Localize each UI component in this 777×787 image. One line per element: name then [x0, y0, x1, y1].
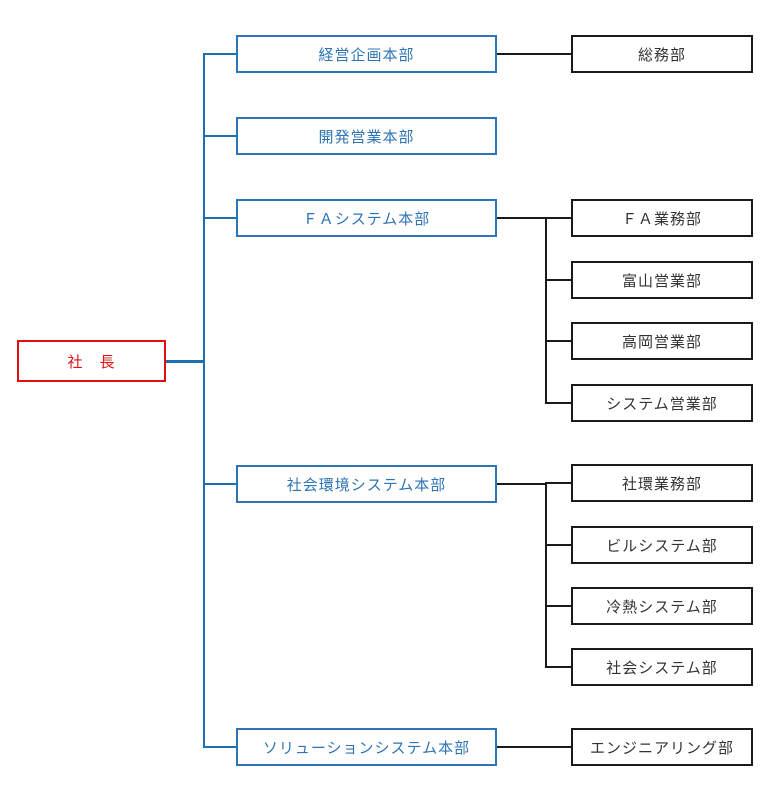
department-connector-line — [497, 217, 547, 219]
department-box: 高岡営業部 — [571, 322, 753, 360]
division-stub-line — [203, 217, 236, 219]
root-box-president: 社 長 — [17, 340, 166, 382]
root-connector-line — [166, 359, 205, 363]
department-box: 富山営業部 — [571, 261, 753, 299]
main-spine-line — [203, 53, 205, 748]
department-box: エンジニアリング部 — [571, 728, 753, 766]
division-box: 開発営業本部 — [236, 117, 497, 155]
department-stub-line — [545, 605, 571, 607]
department-stub-line — [545, 544, 571, 546]
division-box: ソリューションシステム本部 — [236, 728, 497, 766]
department-box: ビルシステム部 — [571, 526, 753, 564]
department-connector-line — [497, 53, 571, 55]
department-box: ＦＡ業務部 — [571, 199, 753, 237]
division-box: ＦＡシステム本部 — [236, 199, 497, 237]
division-stub-line — [203, 135, 236, 137]
division-stub-line — [203, 746, 236, 748]
department-connector-line — [497, 746, 571, 748]
division-stub-line — [203, 53, 236, 55]
department-stub-line — [545, 217, 571, 219]
department-spine-line — [545, 482, 547, 668]
department-box: 冷熱システム部 — [571, 587, 753, 625]
department-connector-line — [497, 483, 547, 485]
department-box: 社環業務部 — [571, 464, 753, 502]
department-stub-line — [545, 666, 571, 668]
division-box: 経営企画本部 — [236, 35, 497, 73]
department-stub-line — [545, 279, 571, 281]
department-stub-line — [545, 340, 571, 342]
department-box: システム営業部 — [571, 384, 753, 422]
division-box: 社会環境システム本部 — [236, 465, 497, 503]
department-box: 社会システム部 — [571, 648, 753, 686]
department-stub-line — [545, 482, 571, 484]
division-stub-line — [203, 483, 236, 485]
department-stub-line — [545, 402, 571, 404]
department-box: 総務部 — [571, 35, 753, 73]
department-spine-line — [545, 217, 547, 404]
